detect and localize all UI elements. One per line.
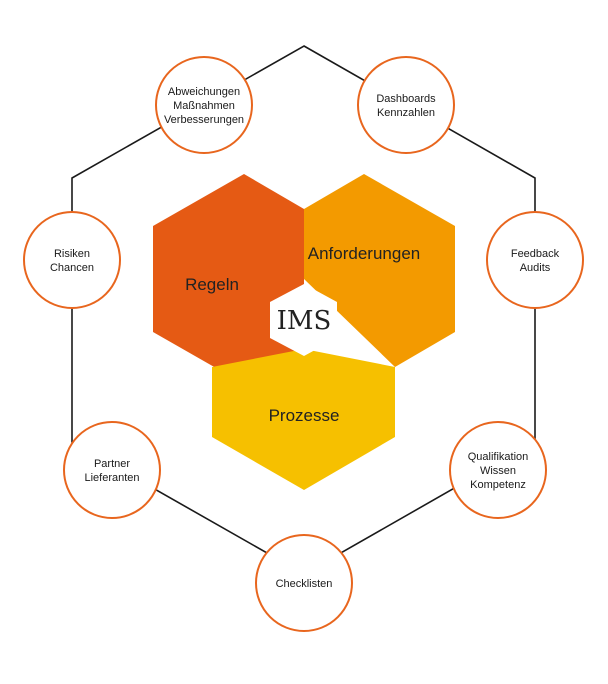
anforderungen-hexagon	[304, 174, 455, 367]
node-label-qualifikation-0: Qualifikation	[468, 451, 529, 463]
prozesse-hexagon	[212, 349, 395, 490]
node-label-partner-1: Lieferanten	[84, 472, 139, 484]
node-circle-partner	[63, 421, 161, 519]
node-label-risiken-0: Risiken	[54, 248, 90, 260]
node-label-partner-0: Partner	[94, 458, 130, 470]
node-circle-feedback	[486, 211, 584, 309]
node-circle-dashboards	[357, 56, 455, 154]
node-circle-abweichungen	[155, 56, 253, 154]
ims-center-label: IMS	[277, 306, 332, 336]
node-checklisten: Checklisten	[255, 534, 353, 632]
node-label-feedback-1: Audits	[520, 262, 551, 274]
anforderungen-label: Anforderungen	[308, 244, 420, 263]
ims-center-hexagon	[270, 284, 337, 356]
node-circle-qualifikation	[449, 421, 547, 519]
node-label-abweichungen-1: Maßnahmen	[173, 100, 235, 112]
node-circle-checklisten	[255, 534, 353, 632]
prozesse-label: Prozesse	[269, 406, 340, 425]
node-label-risiken-1: Chancen	[50, 262, 94, 274]
node-label-abweichungen-2: Verbesserungen	[164, 114, 244, 126]
node-label-qualifikation-1: Wissen	[480, 465, 516, 477]
node-label-abweichungen-0: Abweichungen	[168, 86, 240, 98]
node-label-qualifikation-2: Kompetenz	[470, 479, 526, 491]
node-label-feedback-0: Feedback	[511, 248, 560, 260]
node-label-dashboards-1: Kennzahlen	[377, 107, 435, 119]
node-label-checklisten-0: Checklisten	[276, 578, 333, 590]
regeln-hexagon	[153, 174, 304, 384]
node-circle-risiken	[23, 211, 121, 309]
regeln-label: Regeln	[185, 275, 239, 294]
node-label-dashboards-0: Dashboards	[376, 93, 436, 105]
